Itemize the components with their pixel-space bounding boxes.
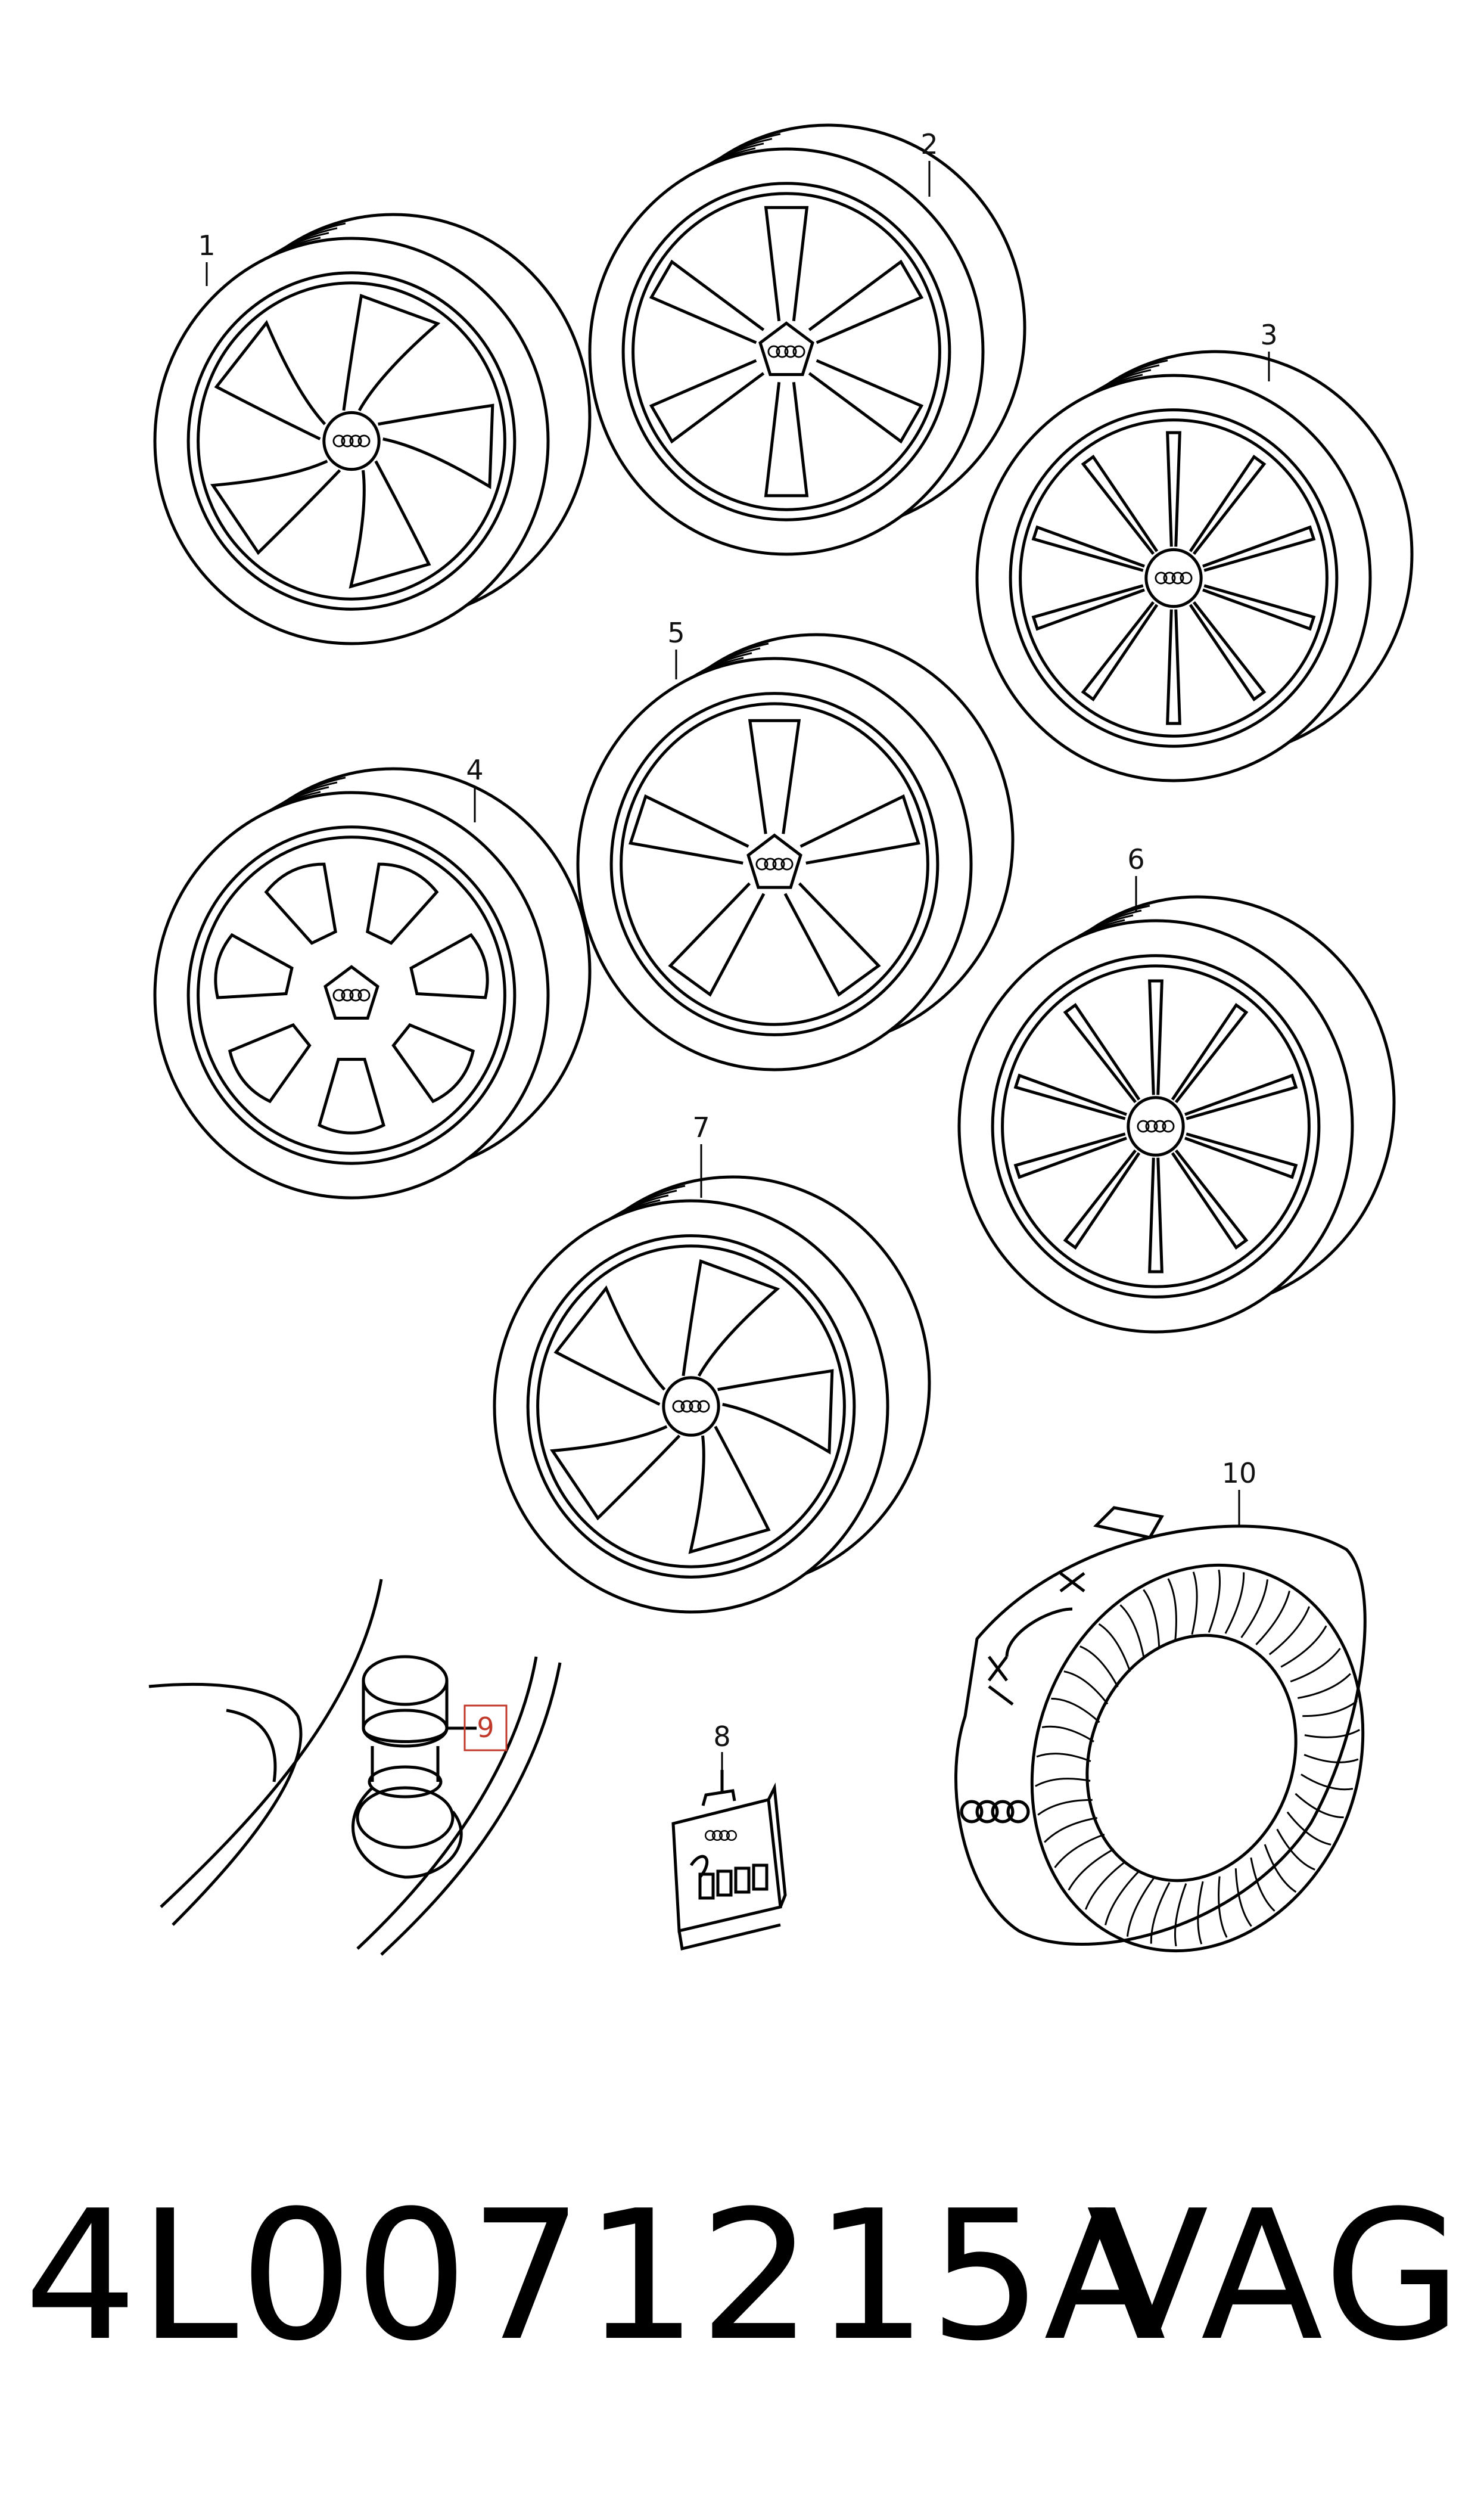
leader-lines xyxy=(206,161,1270,1770)
callout-6: 6 xyxy=(1127,843,1144,875)
callout-9: 9 xyxy=(477,1712,494,1744)
callout-9-box xyxy=(463,1704,508,1751)
callout-7: 7 xyxy=(692,1111,710,1144)
valve-cap-illustration xyxy=(148,1579,562,1956)
wheel-5 xyxy=(576,633,1015,1071)
wheel-4 xyxy=(153,767,592,1200)
callout-4: 4 xyxy=(466,754,483,786)
callout-1: 1 xyxy=(198,229,215,262)
callout-8: 8 xyxy=(713,1720,730,1753)
callout-10: 10 xyxy=(1222,1457,1257,1489)
wheel-group xyxy=(153,123,1414,1614)
callout-3: 3 xyxy=(1260,319,1277,351)
part-number: 4L0071215A xyxy=(24,2172,1168,2380)
sticker-set-illustration xyxy=(671,1770,787,1951)
wheel-2 xyxy=(588,123,1026,556)
brand-label: VAG xyxy=(1086,2172,1466,2380)
tyre-bag-illustration xyxy=(954,1506,1367,1953)
part-footer: 4L0071215A VAG xyxy=(24,2181,1466,2372)
callout-2: 2 xyxy=(920,128,938,160)
wheel-1 xyxy=(153,213,592,645)
wheel-3 xyxy=(975,350,1414,782)
wheel-6 xyxy=(957,895,1396,1334)
wheel-7 xyxy=(493,1175,931,1614)
callout-5: 5 xyxy=(667,617,685,649)
